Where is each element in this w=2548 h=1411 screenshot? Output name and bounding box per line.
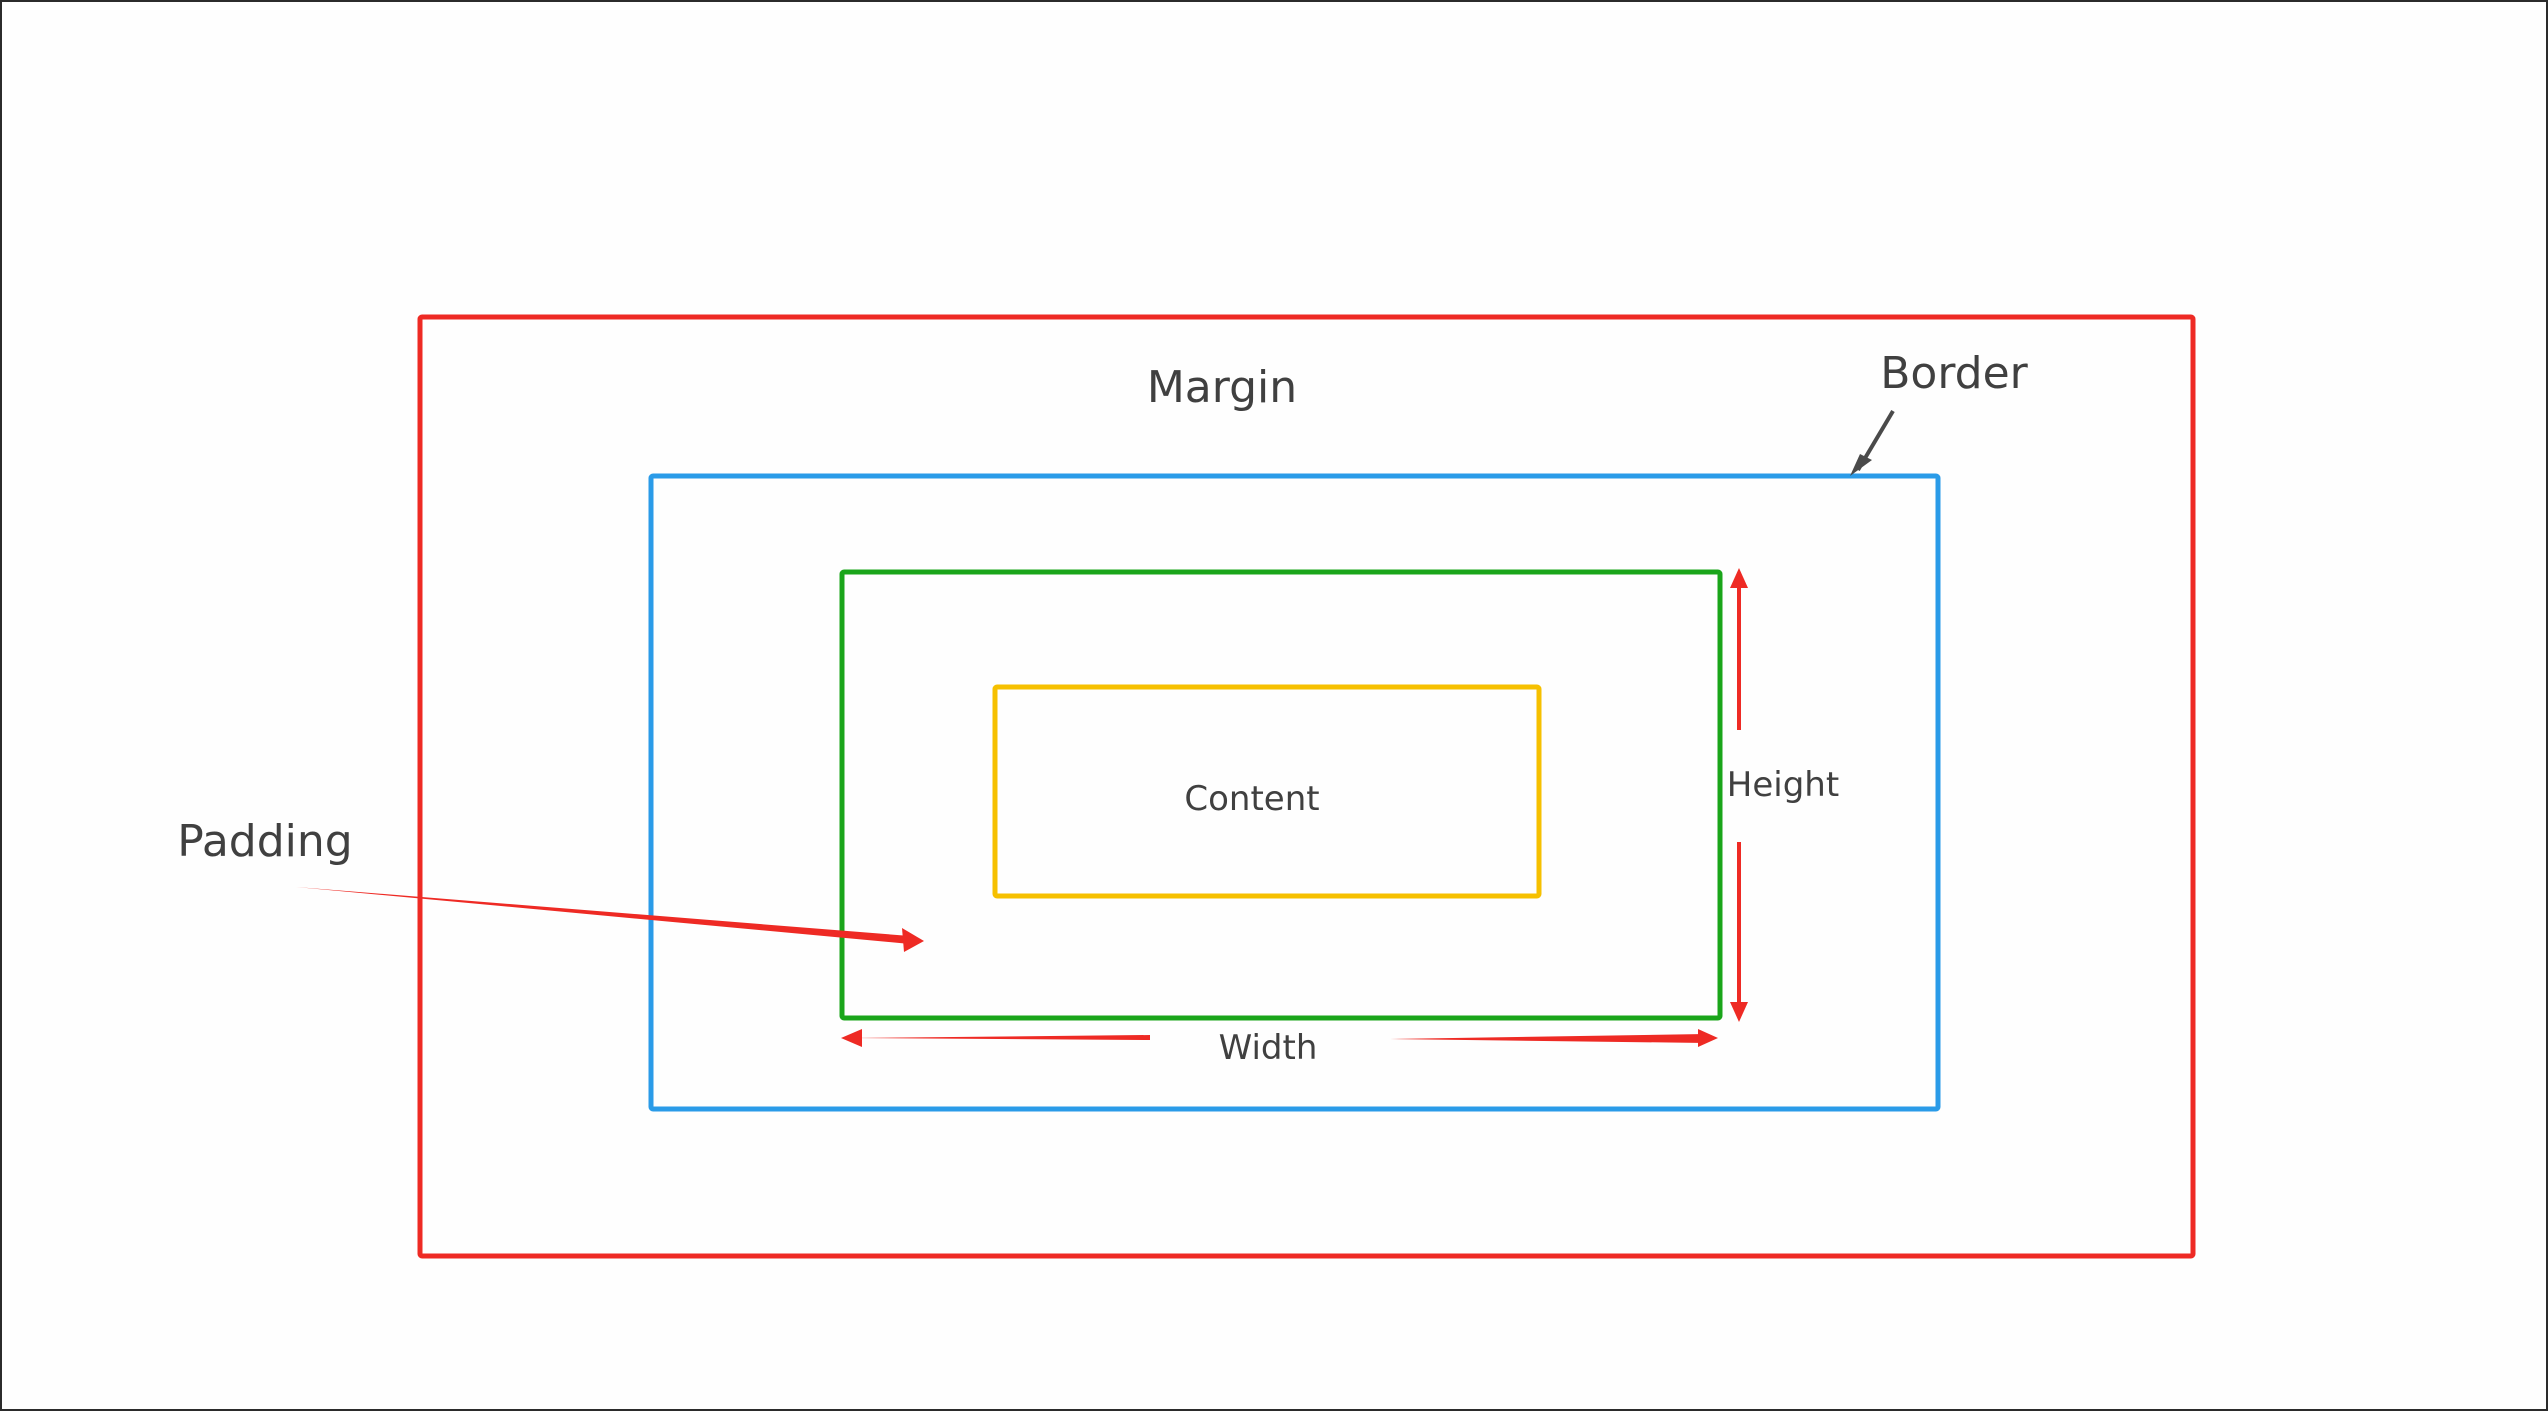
width-arrow [841,1029,1718,1047]
border-label: Border [1880,348,2028,399]
padding-pointer-arrow [296,887,924,952]
padding-box [839,569,1723,1021]
width-label: Width [1219,1028,1318,1068]
padding-label: Padding [177,816,352,867]
margin-box [417,314,2196,1259]
content-box [992,684,1542,899]
border-box [648,473,1941,1112]
margin-label: Margin [1147,362,1297,413]
height-arrow [1730,568,1748,1022]
height-label: Height [1727,765,1839,805]
border-pointer-arrow [1850,409,1895,476]
content-label: Content [1184,779,1319,819]
